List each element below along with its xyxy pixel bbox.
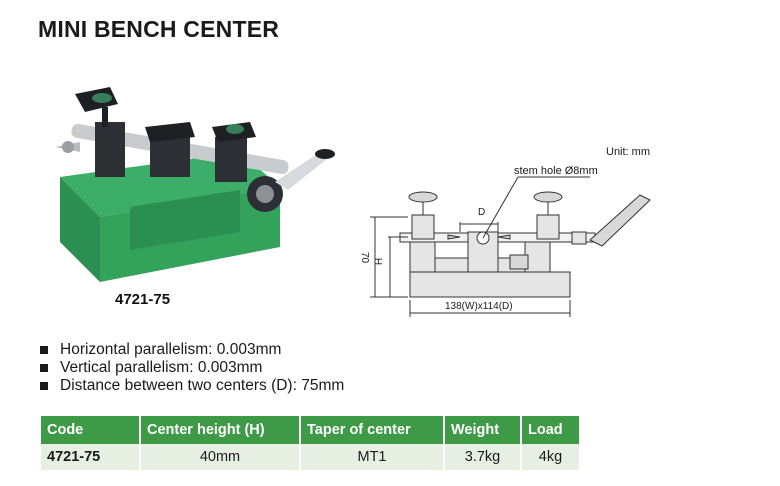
cell-load: 4kg (521, 444, 581, 470)
stem-hole-note: stem hole Ø8mm (514, 165, 598, 177)
technical-drawing (370, 176, 651, 317)
bullet-icon (40, 382, 48, 390)
dimension-d-label: D (478, 207, 486, 218)
feature-list: Horizontal parallelism: 0.003mm Vertical… (40, 341, 344, 395)
spec-table: Code Center height (H) Taper of center W… (41, 416, 581, 470)
bullet-icon (40, 364, 48, 372)
product-photo (55, 87, 335, 282)
model-number: 4721-75 (115, 291, 171, 308)
cell-code: 4721-75 (41, 444, 141, 470)
table-header-row: Code Center height (H) Taper of center W… (41, 416, 581, 444)
page-title: MINI BENCH CENTER (38, 16, 280, 42)
col-code-header: Code (41, 416, 141, 444)
cell-taper: MT1 (300, 444, 445, 470)
col-taper-header: Taper of center (300, 416, 445, 444)
unit-note: Unit: mm (606, 146, 650, 158)
bullet-icon (40, 346, 48, 354)
cell-weight: 3.7kg (444, 444, 522, 470)
cell-center-height: 40mm (140, 444, 301, 470)
dimension-h-label: H (372, 257, 384, 266)
dimension-70-label: 70 (359, 251, 371, 264)
table-row: 4721-75 40mm MT1 3.7kg 4kg (41, 444, 581, 470)
col-load-header: Load (521, 416, 581, 444)
dimension-base-label: 138(W)x114(D) (445, 301, 513, 312)
col-center-height-header: Center height (H) (140, 416, 301, 444)
feature-item: Horizontal parallelism: 0.003mm (40, 341, 344, 359)
feature-item: Distance between two centers (D): 75mm (40, 377, 344, 395)
feature-item: Vertical parallelism: 0.003mm (40, 359, 344, 377)
col-weight-header: Weight (444, 416, 522, 444)
